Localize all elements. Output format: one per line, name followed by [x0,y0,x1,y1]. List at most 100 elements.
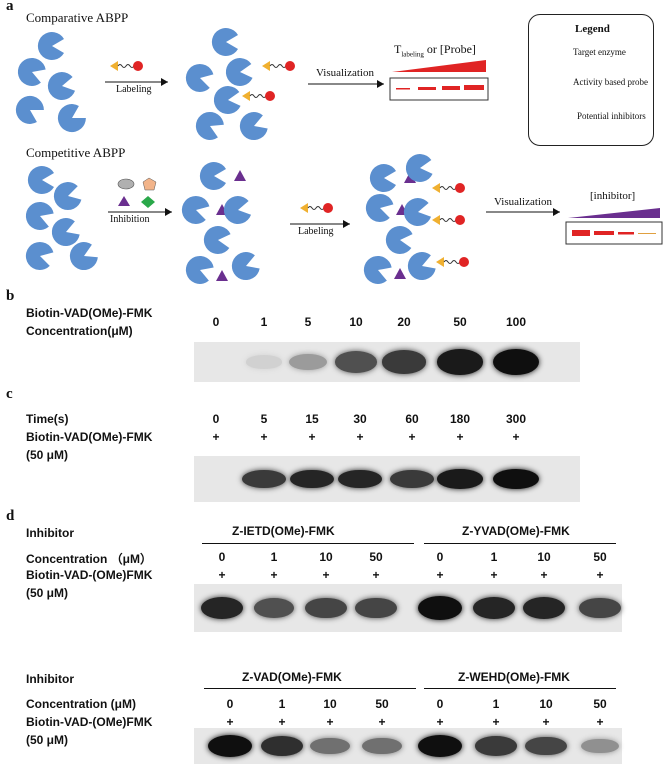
visualization-label-1: Visualization [316,67,374,79]
panel-c-band [493,469,539,489]
panel-d-bottom-inhibitor-label: Inhibitor [26,672,74,686]
panel-c-band [242,470,286,488]
panel-c-time-value: 15 [305,412,319,426]
panel-d-top-plus-sign: + [540,568,548,582]
panel-d-top-conc-value: 50 [593,550,607,564]
panel-b-band [288,353,328,371]
panel-d-bottom-group2-rule [424,688,616,689]
panel-d-bottom-conc-value: 1 [278,697,286,711]
panel-d-bottom-band [581,738,619,754]
legend-potential-inhibitors: Potential inhibitors [577,111,646,121]
panel-c-band [390,470,434,488]
panel-d-top-probe-conc: (50 μM) [26,586,69,600]
panel-b-conc-value: 5 [304,315,312,329]
panel-a-letter: a [6,0,14,14]
panel-d-top-conc-value: 0 [218,550,226,564]
panel-c-letter: c [6,386,13,402]
panel-b-conc-value: 10 [349,315,363,329]
panel-d-bottom-conc-value: 10 [539,697,553,711]
competitive-abpp-title: Competitive ABPP [26,145,126,160]
panel-d-bottom-band [475,736,517,756]
panel-d-top-blot [194,584,622,632]
panel-c-band [437,469,483,489]
panel-c-time-value: 300 [505,412,527,426]
panel-d-top-plus-sign: + [270,568,278,582]
panel-d-bottom-group2: Z-WEHD(OMe)-FMK [458,670,570,684]
panel-d-bottom-band [525,736,567,756]
legend-target-enzyme: Target enzyme [573,47,626,57]
panel-d-bottom-probe-label: Biotin-VAD-(OMe)FMK [26,715,153,729]
panel-c-time-value: 60 [405,412,419,426]
panel-c-blot [194,456,580,502]
panel-d-top-conc-value: 10 [319,550,333,564]
panel-c-plus-sign: + [308,430,316,444]
panel-d-top-band [418,596,462,620]
panel-d-bottom-plus-sign: + [542,715,550,729]
panel-d-top-plus-sign: + [322,568,330,582]
panel-c-probe-label: Biotin-VAD(OMe)-FMK [26,430,153,444]
panel-d-bottom-plus-sign: + [278,715,286,729]
panel-d-top-conc-value: 50 [369,550,383,564]
panel-d-top-group2: Z-YVAD(OMe)-FMK [462,524,570,538]
panel-d-top-band [472,596,516,620]
panel-b-letter: b [6,288,15,304]
legend-title: Legend [575,23,610,35]
panel-b-probe-label: Biotin-VAD(OMe)-FMK [26,306,153,320]
panel-c-plus-sign: + [212,430,220,444]
comparative-enzymes-1 [10,32,90,138]
panel-d-top-conc-value: 10 [537,550,551,564]
panel-d-top-inhibitor-label: Inhibitor [26,526,74,540]
panel-d-top-group1: Z-IETD(OMe)-FMK [232,524,335,538]
panel-c-conc-label: (50 μM) [26,448,69,462]
panel-c-time-value: 180 [449,412,471,426]
panel-d-bottom-probe-conc: (50 μM) [26,733,69,747]
panel-b-conc-value: 0 [212,315,220,329]
panel-b-blot [194,342,580,382]
labeling-label-1: Labeling [116,84,152,95]
panel-d-top-probe-label: Biotin-VAD-(OMe)FMK [26,568,153,582]
panel-d-bottom-plus-sign: + [436,715,444,729]
panel-c-plus-sign: + [456,430,464,444]
panel-d-bottom-plus-sign: + [492,715,500,729]
inhibitor-gradient-label: [inhibitor] [590,190,636,202]
comparative-abpp-title: Comparative ABPP [26,10,129,25]
panel-c-time-value: 5 [260,412,268,426]
visualization-label-2: Visualization [494,196,552,208]
panel-d-bottom-band [310,737,350,755]
panel-d-top-plus-sign: + [596,568,604,582]
panel-d-top-group1-rule [202,543,414,544]
panel-b-conc-value: 1 [260,315,268,329]
panel-d-bottom-conc-value: 50 [593,697,607,711]
panel-d-bottom-group1: Z-VAD(OMe)-FMK [242,670,342,684]
panel-b-conc-value: 20 [397,315,411,329]
panel-b-band [437,349,483,375]
panel-d-bottom-plus-sign: + [226,715,234,729]
panel-d-bottom-plus-sign: + [326,715,334,729]
panel-d-top-band [355,597,397,619]
panel-c-time-value: 30 [353,412,367,426]
panel-b-band [493,349,539,375]
panel-d-bottom-conc-value: 50 [375,697,389,711]
panel-d-bottom-conc-value: 10 [323,697,337,711]
panel-d-top-band [200,596,244,620]
panel-d-letter: d [6,508,15,524]
panel-d-top-band [305,597,347,619]
panel-d-top-band [253,597,295,618]
legend-activity-probe: Activity based probe [573,77,648,87]
panel-c-plus-sign: + [408,430,416,444]
inhibition-label: Inhibition [110,214,150,225]
panel-d-bottom-plus-sign: + [596,715,604,729]
panel-d-top-plus-sign: + [436,568,444,582]
panel-d-bottom-band [260,735,304,757]
panel-d-top-plus-sign: + [372,568,380,582]
panel-d-top-band [522,596,566,620]
panel-d-top-band [579,597,621,619]
panel-d-bottom-conc-value: 0 [436,697,444,711]
panel-c-time-label: Time(s) [26,412,69,426]
panel-b-band [334,351,378,373]
panel-d-top-conc-label: Concentration （μM） [26,552,153,566]
panel-b-conc-label: Concentration(μM) [26,324,133,338]
panel-d-bottom-blot [194,728,622,764]
panel-c-plus-sign: + [260,430,268,444]
panel-c-band [337,469,383,489]
